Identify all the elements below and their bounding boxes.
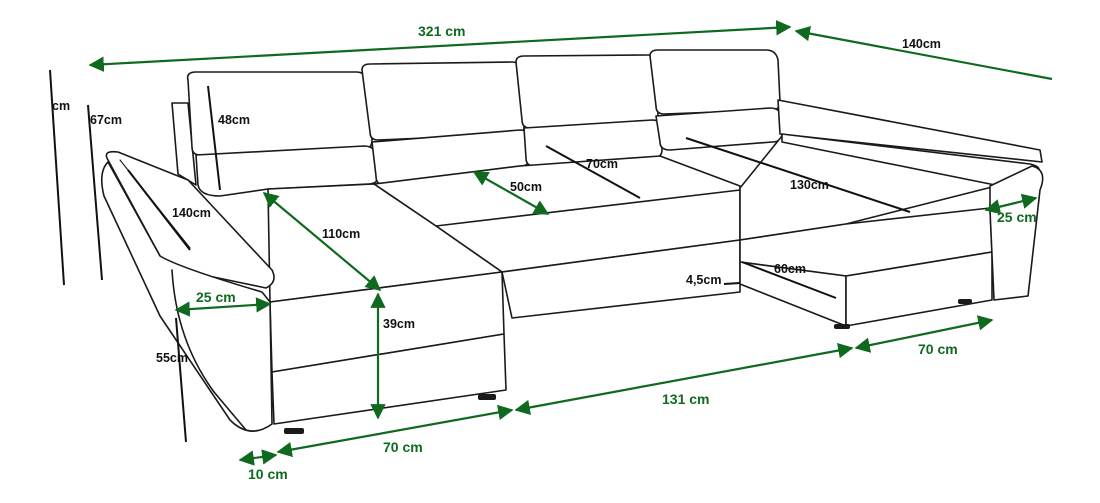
label-seat-height: 39cm [383,317,415,331]
black-dimension-lines [49,69,911,443]
label-leg-height: 4,5cm [686,273,721,287]
label-height-back: 67cm [90,113,122,127]
label-left-chaise-width: 70 cm [383,439,423,455]
label-left-arm-width: 25 cm [196,289,236,305]
green-dimension-arrows [88,20,1053,466]
label-center-seat: 70cm [586,157,618,171]
sofa-drawing [100,49,1044,434]
label-right-depth: 140cm [902,37,941,51]
label-backrest-depth: 50cm [510,180,542,194]
label-right-arm-width: 25 cm [997,209,1037,225]
label-left-offset: 10 cm [248,466,288,482]
label-middle-width: 131 cm [662,391,709,407]
label-total-width: 321 cm [418,23,465,39]
label-bed-box: 60cm [774,262,806,276]
dimension-labels: 321 cm 140cm cm 67cm 48cm 140cm 110cm 50… [52,23,1037,482]
label-height-partial: cm [52,99,70,113]
label-left-seat-depth: 110cm [322,227,360,241]
label-right-chaise-width: 70 cm [918,341,958,357]
label-left-chaise-length: 140cm [172,206,211,220]
label-right-chaise-length: 130cm [790,178,829,192]
label-cushion-height: 48cm [218,113,250,127]
label-arm-height: 55cm [156,351,188,365]
